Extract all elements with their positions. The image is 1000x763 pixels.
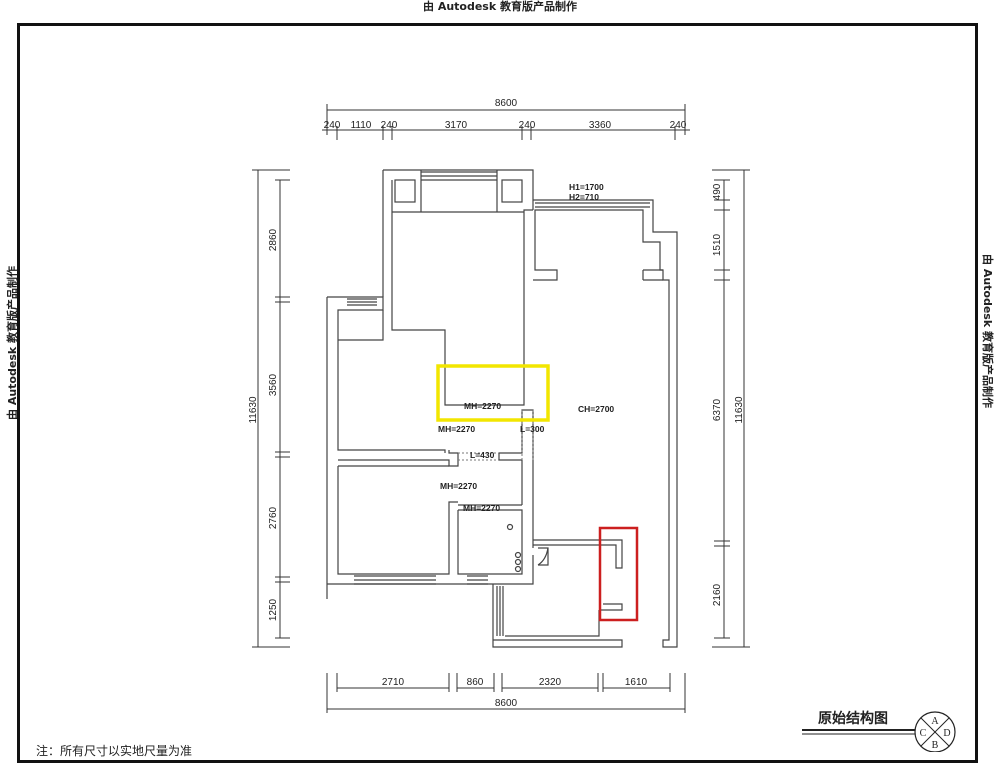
drawing-title: 原始结构图: [818, 711, 888, 727]
door-height-label: MH=2270: [440, 481, 477, 491]
door-height-label: MH=2270: [463, 503, 500, 513]
dim-bottom-total: 8600: [495, 698, 518, 709]
yellow-highlight-box: [436, 364, 550, 422]
compass-label: B: [932, 740, 939, 751]
drawing-note: 注：所有尺寸以实地尺量为准: [36, 744, 193, 758]
dim-bottom-seg: 2710: [382, 677, 405, 688]
dim-right-seg: 2160: [712, 583, 723, 606]
bottom-dimensions: 2710 860 2320 1610 8600: [326, 673, 686, 713]
dim-right-seg: 490: [712, 183, 723, 200]
window-h1-label: H1=1700: [569, 182, 604, 192]
dim-left-total: 11630: [248, 396, 259, 424]
watermark-top: 由 Autodesk 教育版产品制作: [422, 0, 577, 13]
dim-top-seg: 240: [519, 120, 536, 131]
dim-top-seg: 240: [324, 120, 341, 131]
top-dimensions: 8600 240 1110 240 3170 240 3360 240: [322, 98, 690, 140]
dim-top-seg: 240: [381, 120, 398, 131]
dim-top-seg: 1110: [351, 120, 372, 131]
compass-icon: A B C D: [914, 711, 956, 752]
walls: [326, 169, 678, 648]
dim-right-seg: 1510: [712, 233, 723, 256]
door-height-label: MH=2270: [438, 424, 475, 434]
opening-width-label: L=430: [470, 450, 495, 460]
ceiling-height-label: CH=2700: [578, 404, 614, 414]
dim-left-seg: 1250: [268, 598, 279, 621]
dim-bottom-seg: 860: [467, 677, 484, 688]
door-height-label: MH=2270: [464, 401, 501, 411]
dim-left-seg: 2760: [268, 506, 279, 529]
compass-label: C: [920, 728, 927, 739]
dim-top-total: 8600: [495, 98, 518, 109]
dim-bottom-seg: 1610: [625, 677, 648, 688]
dim-top-seg: 3170: [445, 120, 468, 131]
left-dimensions: 11630 2860 3560 2760 1250: [248, 169, 290, 648]
red-highlight-box: [598, 526, 639, 622]
dim-top-seg: 240: [670, 120, 687, 131]
window-h2-label: H2=710: [569, 192, 599, 202]
dim-bottom-seg: 2320: [539, 677, 562, 688]
opening-width-label: L=300: [520, 424, 545, 434]
dim-top-seg: 3360: [589, 120, 612, 131]
dim-right-total: 11630: [734, 396, 745, 424]
compass-label: D: [943, 728, 950, 739]
dim-right-seg: 6370: [712, 398, 723, 421]
dim-left-seg: 2860: [268, 228, 279, 251]
compass-label: A: [931, 716, 939, 727]
dim-left-seg: 3560: [268, 373, 279, 396]
right-dimensions: 11630 490 1510 6370 2160: [712, 169, 750, 648]
title-block: A B C D: [802, 711, 956, 752]
annotations: H1=1700 H2=710 CH=2700 MH=2270 MH=2270 L…: [438, 182, 614, 513]
